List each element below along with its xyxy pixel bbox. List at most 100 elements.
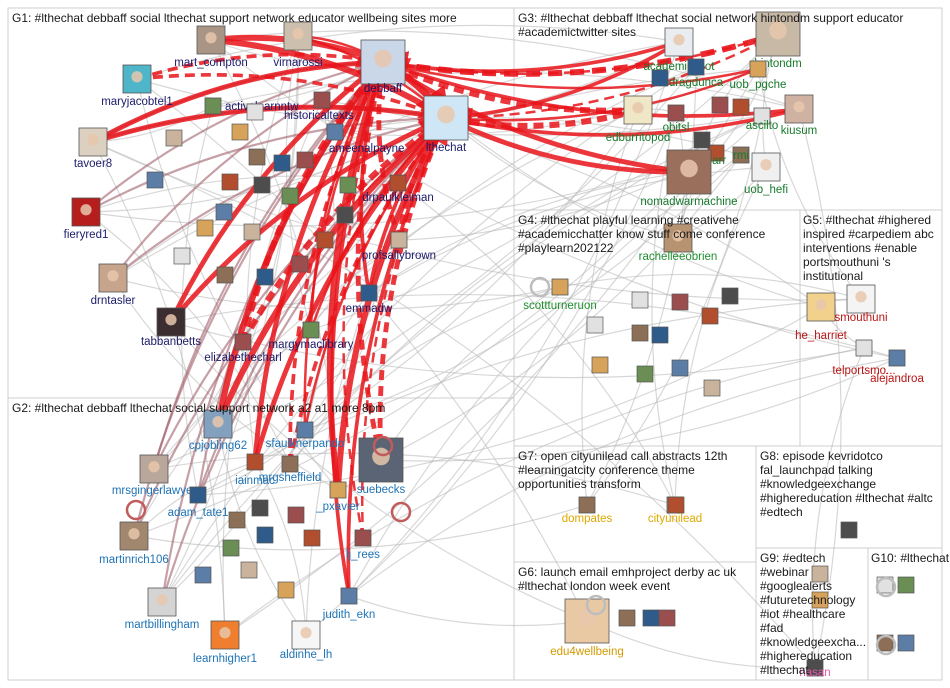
- node-mrsgingerlawyer[interactable]: mrsgingerlawyer: [112, 454, 197, 497]
- minor-node-avatar[interactable]: [196, 219, 214, 237]
- node-dompates[interactable]: dompates: [562, 496, 613, 525]
- minor-node-avatar[interactable]: [711, 96, 729, 114]
- node-lj_rees[interactable]: lj_rees: [346, 529, 380, 561]
- node-judith_ekn[interactable]: judith_ekn: [322, 587, 375, 621]
- node-profsallybrown[interactable]: profsallybrown: [362, 231, 436, 262]
- node-uob_hefi[interactable]: uob_hefi: [744, 152, 788, 196]
- minor-node-avatar[interactable]: [671, 359, 689, 377]
- node-adam_tate1[interactable]: adam_tate1: [168, 486, 229, 519]
- node-kiusum[interactable]: kiusum: [781, 94, 817, 137]
- minor-node-avatar[interactable]: [273, 154, 291, 172]
- node-drpaulkleiman[interactable]: drpaulkleiman: [362, 174, 434, 204]
- node-dragdunca[interactable]: dragdunca: [669, 58, 724, 89]
- node-obitsl[interactable]: obitsl: [663, 104, 690, 134]
- node-debbaff[interactable]: debbaff: [360, 39, 406, 95]
- node-nasan[interactable]: nasan: [799, 659, 831, 679]
- minor-node-avatar[interactable]: [671, 293, 689, 311]
- node-tavoer8[interactable]: tavoer8: [74, 127, 112, 170]
- node-sfaulknerpando[interactable]: sfaulknerpando: [266, 421, 345, 450]
- node-learnhigher1[interactable]: learnhigher1: [193, 620, 257, 665]
- minor-node-avatar[interactable]: [256, 268, 274, 286]
- node-smouthuni[interactable]: smouthuni: [834, 284, 888, 324]
- minor-node-avatar[interactable]: [281, 187, 299, 205]
- minor-node-avatar[interactable]: [703, 379, 721, 397]
- minor-node-avatar[interactable]: [693, 131, 711, 149]
- minor-node-avatar[interactable]: [701, 307, 719, 325]
- node-maryjacobtel1[interactable]: maryjacobtel1: [101, 64, 173, 108]
- minor-node-avatar[interactable]: [277, 581, 295, 599]
- minor-node-avatar[interactable]: [732, 98, 750, 116]
- node-nomadwarmachine[interactable]: nomadwarmachine: [640, 149, 738, 208]
- minor-node-avatar[interactable]: [222, 539, 240, 557]
- minor-node-avatar[interactable]: [291, 255, 309, 273]
- minor-node-avatar[interactable]: [651, 326, 669, 344]
- node-iainmac[interactable]: iainmac: [235, 453, 275, 487]
- node-suebecks[interactable]: suebecks: [357, 437, 406, 496]
- node-tabbanbetts[interactable]: tabbanbetts: [141, 307, 201, 348]
- node-rmi[interactable]: rmi: [732, 146, 750, 164]
- minor-node-avatar[interactable]: [811, 591, 829, 609]
- node-mart_compton[interactable]: mart_compton: [174, 25, 248, 69]
- minor-node-avatar[interactable]: [248, 148, 266, 166]
- node-virnarossi[interactable]: virnarossi: [273, 21, 323, 69]
- minor-node-avatar[interactable]: [165, 129, 183, 147]
- minor-node-avatar[interactable]: [586, 316, 604, 334]
- minor-node-avatar[interactable]: [667, 496, 685, 514]
- minor-node-avatar[interactable]: [194, 566, 212, 584]
- minor-node-avatar[interactable]: [231, 123, 249, 141]
- minor-node-avatar[interactable]: [631, 324, 649, 342]
- minor-node-avatar[interactable]: [658, 609, 676, 627]
- node-lthechat[interactable]: lthechat: [423, 95, 469, 154]
- minor-node-avatar[interactable]: [721, 287, 739, 305]
- node-ascilto[interactable]: ascilto: [746, 107, 779, 132]
- node-ameenalpayne[interactable]: ameenalpayne: [326, 123, 404, 155]
- minor-node-avatar[interactable]: [287, 506, 305, 524]
- minor-node-avatar[interactable]: [146, 171, 164, 189]
- minor-node-avatar[interactable]: [897, 576, 915, 594]
- minor-node-avatar[interactable]: [636, 365, 654, 383]
- node-edburritopod[interactable]: edburritopod: [606, 95, 671, 144]
- node-mrgsheffield[interactable]: mrgsheffield: [259, 455, 321, 484]
- node-drntasler[interactable]: drntasler: [91, 263, 136, 307]
- minor-node-avatar[interactable]: [642, 609, 660, 627]
- node-historicaltexts[interactable]: historicaltexts: [284, 91, 354, 122]
- minor-node-avatar[interactable]: [215, 203, 233, 221]
- node-martbillingham[interactable]: martbillingham: [125, 587, 200, 631]
- minor-node-avatar[interactable]: [256, 526, 274, 544]
- minor-node-avatar[interactable]: [591, 356, 609, 374]
- node-_pxavier[interactable]: _pxavier: [315, 481, 360, 513]
- minor-node-avatar[interactable]: [303, 529, 321, 547]
- minor-node-avatar[interactable]: [173, 247, 191, 265]
- minor-node-avatar[interactable]: [240, 561, 258, 579]
- minor-node-avatar[interactable]: [339, 176, 357, 194]
- node-aldinhe_lh[interactable]: aldinhe_lh: [280, 620, 332, 661]
- minor-node-avatar[interactable]: [811, 565, 829, 583]
- node-elizabethecharl[interactable]: elizabethecharl: [204, 333, 282, 364]
- node-cpjobling62[interactable]: cpjobling62: [189, 409, 247, 452]
- minor-node-avatar[interactable]: [251, 499, 269, 517]
- minor-node-avatar[interactable]: [618, 609, 636, 627]
- minor-node-avatar[interactable]: [897, 634, 915, 652]
- node-rachelleeobrien[interactable]: rachelleeobrien: [639, 223, 718, 263]
- node-telportsmouth[interactable]: telportsmo...: [832, 339, 896, 377]
- node-fieryred1[interactable]: fieryred1: [64, 197, 109, 241]
- minor-node-avatar[interactable]: [221, 173, 239, 191]
- minor-node-avatar[interactable]: [246, 103, 264, 121]
- minor-node-avatar[interactable]: [243, 223, 261, 241]
- minor-node-avatar[interactable]: [336, 206, 354, 224]
- node-martinrich106[interactable]: martinrich106: [99, 521, 169, 566]
- node-scottturneruon[interactable]: scottturneruon: [523, 278, 597, 312]
- minor-node-avatar[interactable]: [651, 69, 669, 87]
- minor-node-avatar[interactable]: [296, 151, 314, 169]
- node-he_harriet[interactable]: he_harriet: [795, 292, 848, 342]
- node-uob_pgche[interactable]: uob_pgche: [730, 60, 787, 91]
- minor-node-avatar[interactable]: [631, 291, 649, 309]
- minor-node-avatar[interactable]: [316, 231, 334, 249]
- node-emmadw[interactable]: emmadw: [346, 284, 393, 315]
- minor-node-avatar[interactable]: [840, 521, 858, 539]
- minor-node-avatar[interactable]: [216, 266, 234, 284]
- minor-node-avatar[interactable]: [228, 511, 246, 529]
- minor-node-avatar[interactable]: [253, 176, 271, 194]
- node-alejandroa[interactable]: alejandroa: [870, 349, 924, 385]
- node-margymaclibrary[interactable]: margymaclibrary: [269, 321, 354, 351]
